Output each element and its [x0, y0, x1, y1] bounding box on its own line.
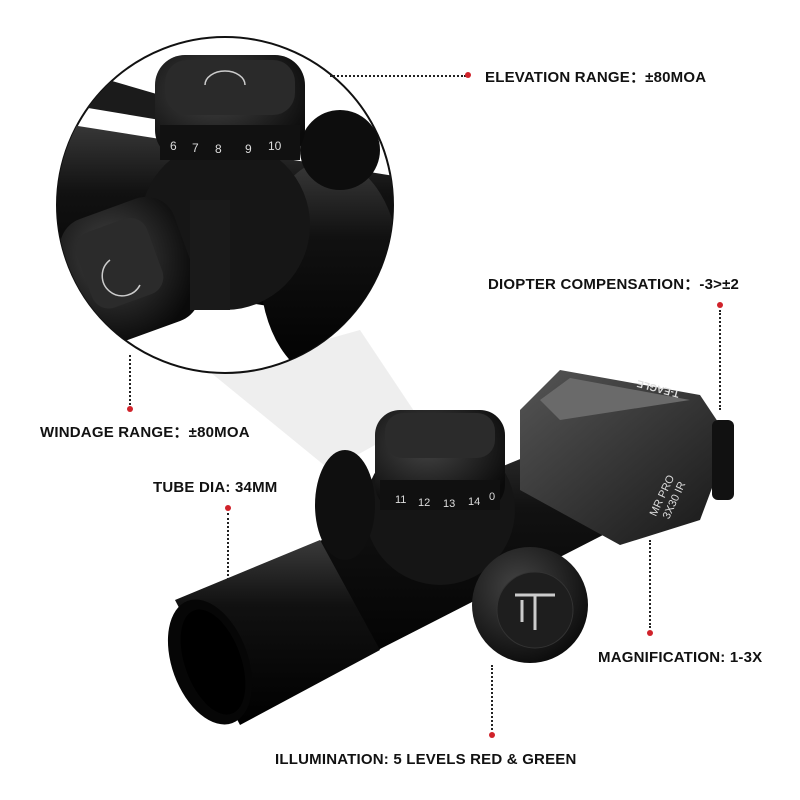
turret-number: 14 [468, 496, 480, 508]
turret-number: 8 [215, 142, 222, 156]
turret-number: 9 [245, 142, 252, 156]
turret-number: 11 [395, 494, 406, 506]
tube-diameter-label: TUBE DIA: 34MM [153, 479, 278, 496]
illumination-label: ILLUMINATION: 5 LEVELS RED & GREEN [275, 751, 577, 768]
turret-number: 6 [170, 139, 177, 153]
turret-number: 10 [268, 139, 282, 153]
diopter-marker [717, 302, 723, 308]
riflescope: T-EAGLE MR PRO 3X30 IR 11 12 13 14 0 [167, 370, 734, 725]
turret-number: 13 [443, 498, 455, 510]
magnification-leader-line [649, 540, 651, 628]
elevation-marker [465, 72, 471, 78]
brand-logo [515, 593, 555, 630]
elevation-label: ELEVATION RANGE：±80MOA [485, 69, 707, 86]
illumination-leader-line [491, 665, 493, 730]
magnification-marker [647, 630, 653, 636]
tube-leader-line [227, 513, 229, 580]
turret-closeup-inset: 6 7 8 9 10 [56, 36, 394, 374]
diopter-leader-line [719, 310, 721, 410]
windage-leader-line [129, 355, 131, 405]
diopter-label: DIOPTER COMPENSATION：-3>±2 [488, 276, 740, 293]
turret-number: 7 [192, 141, 199, 155]
turret-number: 0 [489, 491, 495, 503]
magnification-label: MAGNIFICATION: 1-3X [598, 649, 763, 666]
illumination-marker [489, 732, 495, 738]
turret-number: 12 [418, 497, 430, 509]
windage-marker [127, 406, 133, 412]
elevation-leader-line [330, 75, 466, 77]
tube-marker [225, 505, 231, 511]
windage-label: WINDAGE RANGE：±80MOA [40, 424, 250, 441]
